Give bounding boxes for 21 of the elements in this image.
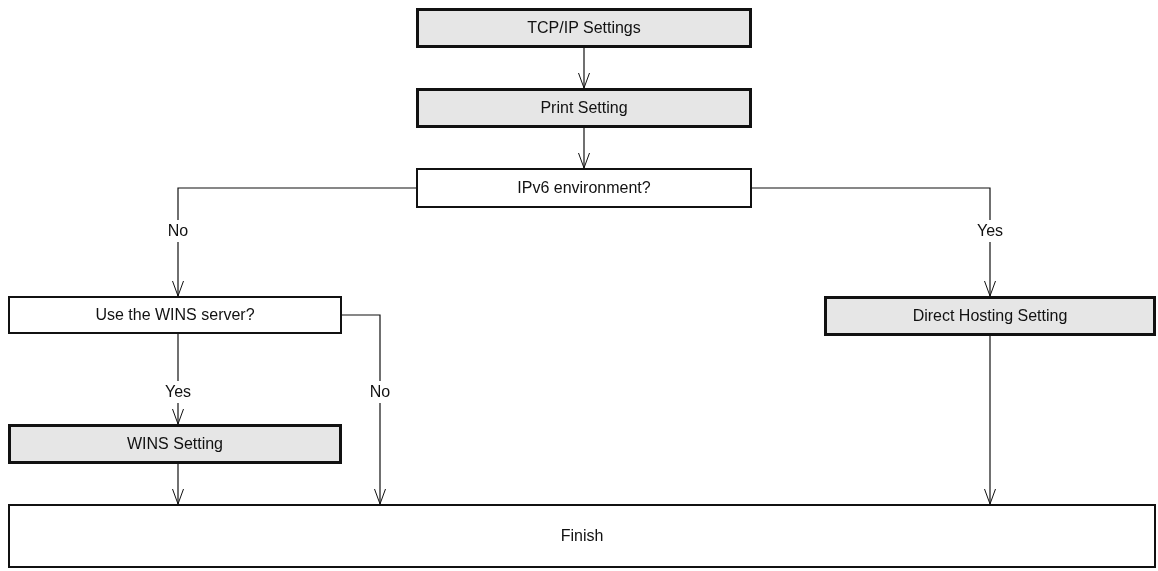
node-label: Use the WINS server? <box>95 306 255 324</box>
decision-box <box>416 168 752 208</box>
arrow <box>172 187 417 297</box>
process-box <box>8 424 342 464</box>
arrow <box>578 47 590 89</box>
process-box <box>824 296 1156 336</box>
node-label: Direct Hosting Setting <box>912 307 1068 325</box>
arrow <box>751 187 996 297</box>
arrow <box>172 463 184 505</box>
node-label: Finish <box>560 527 604 545</box>
node-label: TCP/IP Settings <box>527 19 641 37</box>
process-box <box>416 8 752 48</box>
decision-box <box>8 504 1156 568</box>
node-label: IPv6 environment? <box>517 179 651 197</box>
node-label: Print Setting <box>540 99 628 117</box>
arrow <box>578 127 590 169</box>
arrow <box>341 314 386 505</box>
decision-box <box>8 296 342 334</box>
process-box <box>416 88 752 128</box>
arrow <box>984 335 996 505</box>
node-label: WINS Setting <box>127 435 223 453</box>
